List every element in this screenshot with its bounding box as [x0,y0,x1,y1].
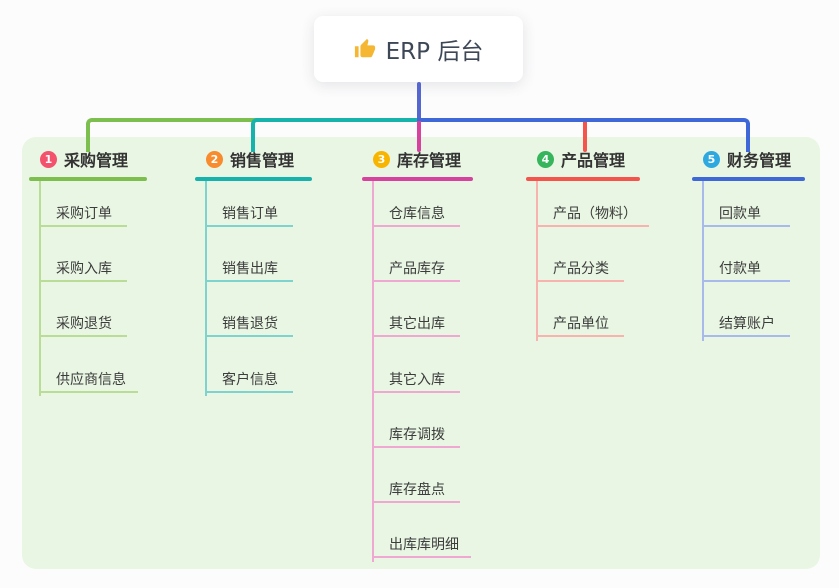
branch-spine-line [536,181,538,341]
branch-sales-header[interactable]: 2 销售管理 [195,146,312,172]
child-label: 销售出库 [222,261,278,277]
child-item[interactable]: 采购退货 [39,311,127,337]
branch-sales: 2 销售管理 销售订单 销售出库 销售退货 客户信息 [195,146,312,396]
child-item[interactable]: 产品分类 [536,256,624,282]
child-item[interactable]: 产品库存 [372,256,460,282]
branch-spine-line [702,181,704,341]
branch-spine-line [39,181,41,396]
branch-finance-header[interactable]: 5 财务管理 [692,146,805,172]
child-item[interactable]: 产品（物料） [536,201,649,227]
branch-product-header[interactable]: 4 产品管理 [526,146,640,172]
branch-number-badge: 5 [703,150,720,168]
branch-inventory-header[interactable]: 3 库存管理 [362,146,473,172]
branch5-connector-line [417,118,750,152]
child-item[interactable]: 供应商信息 [39,367,138,393]
child-item[interactable]: 出库库明细 [372,532,471,558]
child-label: 供应商信息 [56,372,126,388]
child-label: 产品库存 [389,261,445,277]
child-item[interactable]: 采购入库 [39,256,127,282]
branch-underline [362,177,473,181]
branch-number-badge: 3 [373,150,390,168]
branch2-connector-line [251,118,419,152]
root-stem-line [417,82,421,120]
child-item[interactable]: 结算账户 [702,311,790,337]
branch-spine-line [372,181,374,562]
branch-spine-line [205,181,207,396]
child-label: 其它出库 [389,316,445,332]
child-label: 产品（物料） [553,206,637,222]
branch-purchase-header[interactable]: 1 采购管理 [29,146,147,172]
child-label: 销售退货 [222,316,278,332]
child-item[interactable]: 付款单 [702,256,790,282]
child-item[interactable]: 客户信息 [205,367,293,393]
child-label: 结算账户 [719,316,775,332]
child-label: 产品单位 [553,316,609,332]
root-node-label: ERP 后台 [385,39,484,65]
child-item[interactable]: 其它入库 [372,367,460,393]
child-item[interactable]: 销售退货 [205,311,293,337]
root-node[interactable]: ERP 后台 [314,16,523,82]
branch-underline [29,177,147,181]
child-label: 库存调拨 [389,427,445,443]
child-item[interactable]: 采购订单 [39,201,127,227]
branch-underline [195,177,312,181]
child-item[interactable]: 销售出库 [205,256,293,282]
child-item[interactable]: 库存盘点 [372,477,460,503]
child-label: 回款单 [719,206,761,222]
branch-title: 库存管理 [397,151,462,170]
child-item[interactable]: 销售订单 [205,201,293,227]
branch-product: 4 产品管理 产品（物料） 产品分类 产品单位 [526,146,649,341]
thumbs-up-icon [354,38,376,60]
branch-number-badge: 1 [40,150,57,168]
branch4-connector-line [583,122,587,152]
child-item[interactable]: 库存调拨 [372,422,460,448]
branch-purchase: 1 采购管理 采购订单 采购入库 采购退货 供应商信息 [29,146,147,396]
mindmap-panel [22,137,820,569]
child-item[interactable]: 产品单位 [536,311,624,337]
child-label: 付款单 [719,261,761,277]
branch-title: 销售管理 [230,151,295,170]
branch-title: 财务管理 [727,151,792,170]
child-label: 其它入库 [389,372,445,388]
child-label: 采购入库 [56,261,112,277]
branch-number-badge: 2 [206,150,223,168]
child-label: 采购退货 [56,316,112,332]
branch-underline [692,177,805,181]
branch-underline [526,177,640,181]
child-item[interactable]: 回款单 [702,201,790,227]
child-label: 产品分类 [553,261,609,277]
branch-number-badge: 4 [537,150,554,168]
child-label: 客户信息 [222,372,278,388]
child-item[interactable]: 其它出库 [372,311,460,337]
branch-finance: 5 财务管理 回款单 付款单 结算账户 [692,146,805,341]
child-item[interactable]: 仓库信息 [372,201,460,227]
branch-title: 采购管理 [64,151,129,170]
branch-inventory: 3 库存管理 仓库信息 产品库存 其它出库 其它入库 库存调拨 库存盘点 出库库… [362,146,473,562]
child-label: 出库库明细 [389,537,459,553]
child-label: 采购订单 [56,206,112,222]
child-label: 销售订单 [222,206,278,222]
branch-title: 产品管理 [561,151,626,170]
branch3-connector-line [417,121,421,152]
child-label: 库存盘点 [389,482,445,498]
child-label: 仓库信息 [389,206,445,222]
